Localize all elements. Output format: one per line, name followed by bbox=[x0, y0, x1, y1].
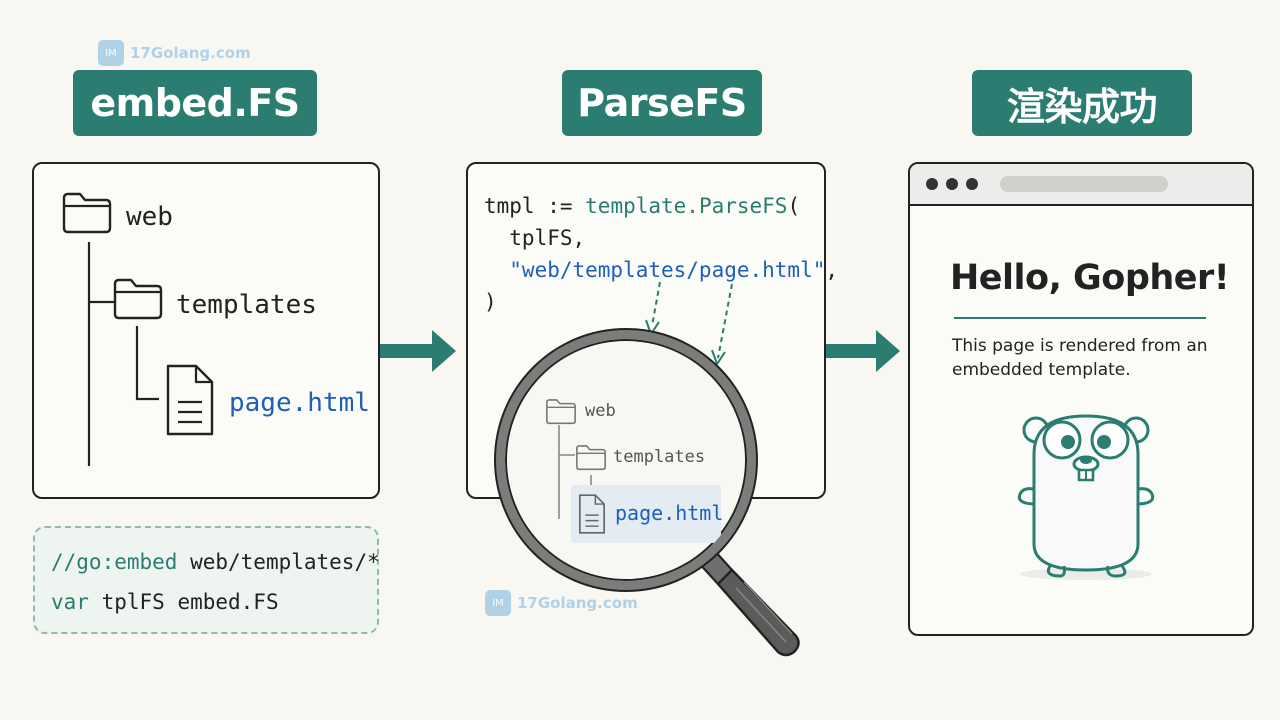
browser-window: Hello, Gopher! This page is rendered fro… bbox=[908, 162, 1254, 636]
tree-file-label: page.html bbox=[229, 388, 370, 418]
folder-icon bbox=[62, 192, 112, 234]
window-dot-icon bbox=[946, 178, 958, 190]
page-body-line: embedded template. bbox=[952, 360, 1131, 380]
watermark-logo-icon: IM bbox=[485, 590, 511, 616]
parsefs-badge: ParseFS bbox=[562, 70, 762, 136]
code-line-4: ) bbox=[484, 290, 497, 314]
window-dot-icon bbox=[966, 178, 978, 190]
lens-tree-folder-label: templates bbox=[613, 447, 706, 467]
code-line-3: "web/templates/page.html", bbox=[484, 258, 839, 282]
render-success-badge: 渲染成功 bbox=[972, 70, 1192, 136]
embed-fs-badge: embed.FS bbox=[73, 70, 317, 136]
browser-titlebar bbox=[910, 164, 1252, 206]
window-dot-icon bbox=[926, 178, 938, 190]
folder-icon bbox=[546, 399, 576, 425]
tree-connectors bbox=[87, 242, 159, 466]
lens-tree-file-label: page.html bbox=[615, 501, 724, 525]
file-document-icon bbox=[166, 364, 214, 436]
code-line-2: tplFS, bbox=[484, 226, 586, 250]
magnifier-lens: web templates page.html bbox=[496, 330, 756, 590]
heading-underline bbox=[954, 317, 1206, 319]
lens-file-highlight: page.html bbox=[571, 485, 724, 543]
embed-var-line: var tplFS embed.FS bbox=[51, 590, 279, 614]
arrow-right-icon bbox=[380, 330, 456, 372]
page-heading: Hello, Gopher! bbox=[950, 258, 1230, 298]
lens-tree-root-label: web bbox=[585, 401, 616, 421]
gopher-mascot-icon bbox=[1017, 414, 1155, 580]
file-document-icon bbox=[579, 494, 605, 534]
address-bar bbox=[1000, 176, 1168, 192]
tree-folder-label: templates bbox=[176, 290, 317, 320]
folder-icon bbox=[576, 445, 606, 471]
embed-directive-box: //go:embed web/templates/* var tplFS emb… bbox=[33, 526, 380, 634]
arrow-right-icon bbox=[824, 330, 900, 372]
file-tree-panel: web templates page.html bbox=[32, 162, 380, 499]
page-body-line: This page is rendered from an bbox=[952, 336, 1208, 356]
embed-directive-line: //go:embed web/templates/* bbox=[51, 550, 380, 574]
tree-root-label: web bbox=[126, 202, 173, 232]
folder-icon bbox=[113, 278, 163, 320]
watermark-logo-icon: IM bbox=[98, 40, 124, 66]
code-line-1: tmpl := template.ParseFS( bbox=[484, 194, 801, 218]
